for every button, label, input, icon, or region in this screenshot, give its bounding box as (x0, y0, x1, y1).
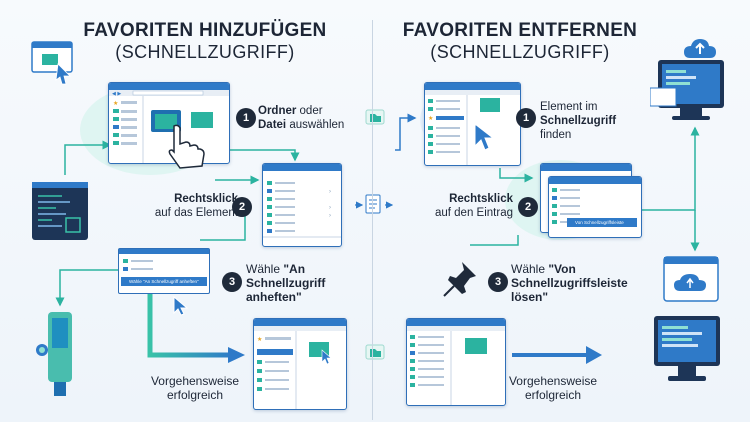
monitor-icon-bottom (648, 312, 728, 392)
step-3-badge-right: 3 (488, 272, 508, 292)
step-2-text: auf das Element (154, 207, 238, 219)
explorer-window-result-right (406, 318, 506, 406)
step-3-bold: "An Schnellzugriff anheften" (246, 262, 326, 304)
browser-icon (31, 38, 73, 85)
explorer-window-2: › › › (262, 163, 342, 247)
svg-text:★: ★ (113, 100, 118, 107)
step-2-right-bold: Rechtsklick (449, 193, 513, 205)
step-2-right-text: auf den Eintrag (434, 207, 513, 219)
step-1-right-bold: Schnellzugriff (540, 115, 617, 127)
step-1-badge: 1 (236, 108, 256, 128)
arrow-cursor-icon (172, 295, 192, 317)
svg-text:◀ ▶: ◀ ▶ (112, 91, 121, 97)
left-title: FAVORITEN HINZUFÜGEN (83, 20, 327, 41)
step-1-text-2: auswählen (286, 119, 345, 131)
step-3-badge: 3 (222, 272, 242, 292)
step-2-badge-right: 2 (518, 197, 538, 217)
explorer-window-unpin: Von Schnellzugriffsleiste (548, 176, 642, 238)
code-window-icon (32, 182, 88, 240)
cloud-upload-icon (682, 36, 718, 62)
step-2-label-right: Rechtsklick auf den Eintrag (395, 192, 513, 220)
result-label-left: Vorgehensweise erfolgreich (150, 374, 240, 402)
step-2-badge: 2 (232, 197, 252, 217)
hand-cursor-icon (160, 122, 210, 172)
svg-text:›: › (329, 189, 331, 195)
step-3-right-text: Wähle (511, 262, 549, 276)
step-1-label-right: Element im Schnellzugriff finden (540, 100, 635, 142)
step-3-label-right: Wähle "Von Schnellzugriffsleiste lösen" (511, 262, 641, 304)
right-title: FAVORITEN ENTFERNEN (402, 20, 638, 41)
cloud-window-icon (662, 255, 722, 305)
step-3-label: Wähle "An Schnellzugriff anheften" (246, 262, 356, 304)
step-1-right-text-2: finden (540, 129, 572, 141)
svg-text:★: ★ (428, 115, 433, 122)
right-subtitle: (SCHNELLZUGRIFF) (430, 42, 610, 62)
explorer-window-result-left: ★ (253, 318, 347, 410)
result-label-right: Vorgehensweise erfolgreich (508, 374, 598, 402)
unpin-menu-item[interactable]: Von Schnellzugriffsleiste (567, 218, 637, 227)
svg-text:★: ★ (257, 336, 262, 343)
svg-text:›: › (329, 205, 331, 211)
left-subtitle: (SCHNELLZUGRIFF) (115, 42, 295, 62)
svg-text:›: › (329, 213, 331, 219)
step-1-bold-1: Ordner (258, 105, 297, 117)
explorer-window-find: ★ (424, 82, 521, 166)
step-1-badge-right: 1 (516, 108, 536, 128)
pin-context-menu: Wähle "An Schnellzugriff anheften" (118, 248, 210, 294)
step-1-bold-2: Datei (258, 119, 287, 131)
pushpin-icon (440, 258, 482, 300)
step-1-right-text-1: Element im (540, 101, 598, 113)
center-divider (372, 20, 373, 420)
step-1-label: Ordner oder Datei auswählen (258, 104, 358, 132)
step-2-bold: Rechtsklick (174, 193, 238, 205)
step-3-text: Wähle (246, 262, 284, 276)
pin-menu-item[interactable]: Wähle "An Schnellzugriff anheften" (121, 277, 207, 286)
step-3-right-bold: "Von Schnellzugriffsleiste lösen" (511, 262, 628, 304)
step-1-text-1: oder (296, 105, 323, 117)
step-2-label: Rechtsklick auf das Element (128, 192, 238, 220)
explorer-window-1: ◀ ▶ ★ (108, 82, 230, 164)
usb-device-icon (30, 310, 85, 400)
monitor-icon-top (650, 58, 738, 128)
